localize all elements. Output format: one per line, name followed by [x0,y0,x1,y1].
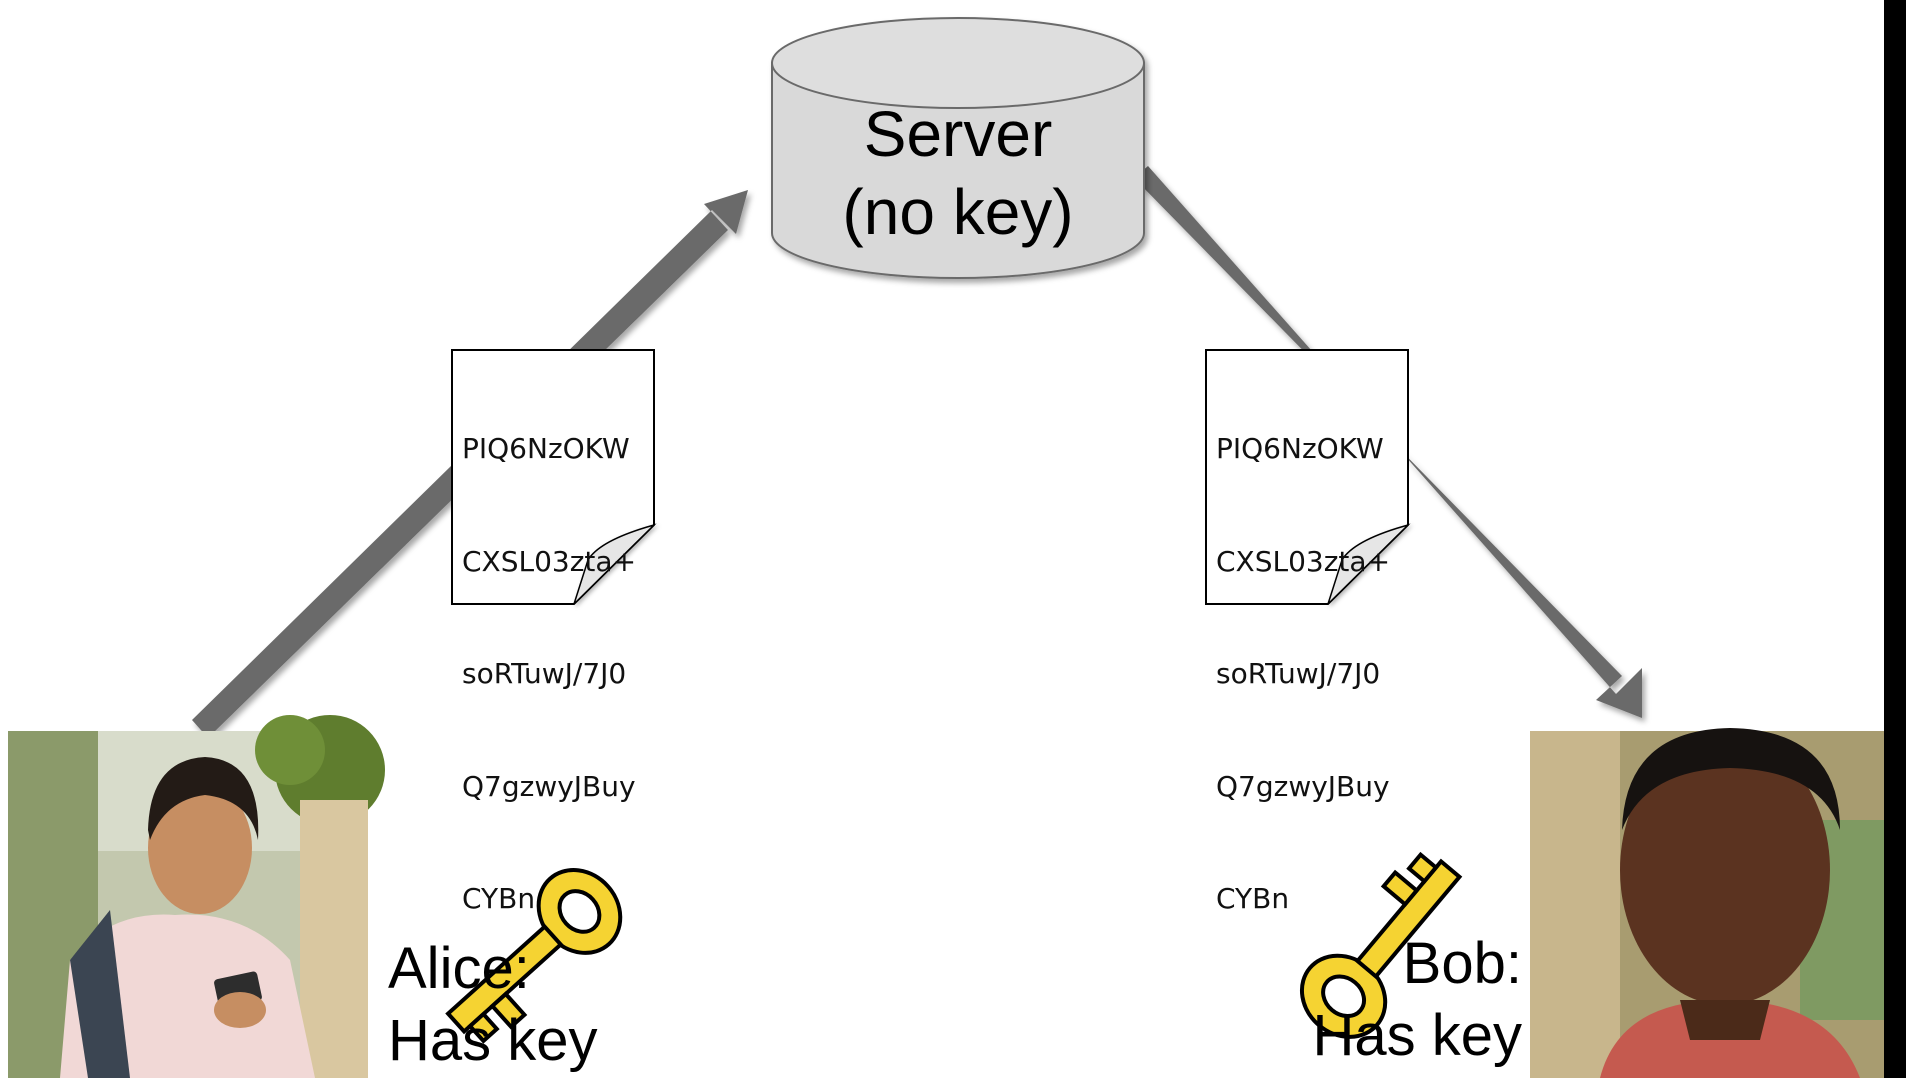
bob-name: Bob: [1402,931,1522,996]
ciphertext-document-left [451,349,657,605]
gold-key-icon [445,868,623,1044]
cipher-line: soRTuwJ/7J0 [1216,657,1381,690]
young-man-photo [1530,728,1884,1078]
alice-name: Alice: [388,936,530,1001]
alice-label: Alice: Has key [388,933,598,1077]
cipher-line: soRTuwJ/7J0 [462,657,627,690]
ciphertext-document-right [1205,349,1411,605]
server-key-status: (no key) [842,176,1074,248]
cipher-line: PIQ6NzOKW [1216,432,1384,465]
ciphertext-left: PIQ6NzOKW CXSL03zta+ soRTuwJ/7J0 Q7gzwyJ… [462,355,662,993]
woman-texting-photo [8,715,385,1078]
cipher-line: CYBn [1216,882,1290,915]
bob-key-status: Has key [1312,1003,1522,1068]
bob-label: Bob: Has key [1290,928,1522,1072]
ciphertext-right: PIQ6NzOKW CXSL03zta+ soRTuwJ/7J0 Q7gzwyJ… [1216,355,1416,993]
right-edge-strip [1884,0,1906,1078]
gold-key-icon [1299,851,1463,1039]
cipher-line: CXSL03zta+ [1216,544,1391,578]
cipher-line: CXSL03zta+ [462,544,637,578]
cipher-line: CYBn [462,882,536,915]
server-label: Server (no key) [772,95,1144,251]
download-arrow [1134,166,1642,718]
cipher-line: Q7gzwyJBuy [1216,769,1390,803]
server-title: Server [863,98,1053,170]
server-cylinder [771,17,1145,279]
cipher-line: PIQ6NzOKW [462,432,630,465]
alice-key-status: Has key [388,1008,598,1073]
cipher-line: Q7gzwyJBuy [462,769,636,803]
